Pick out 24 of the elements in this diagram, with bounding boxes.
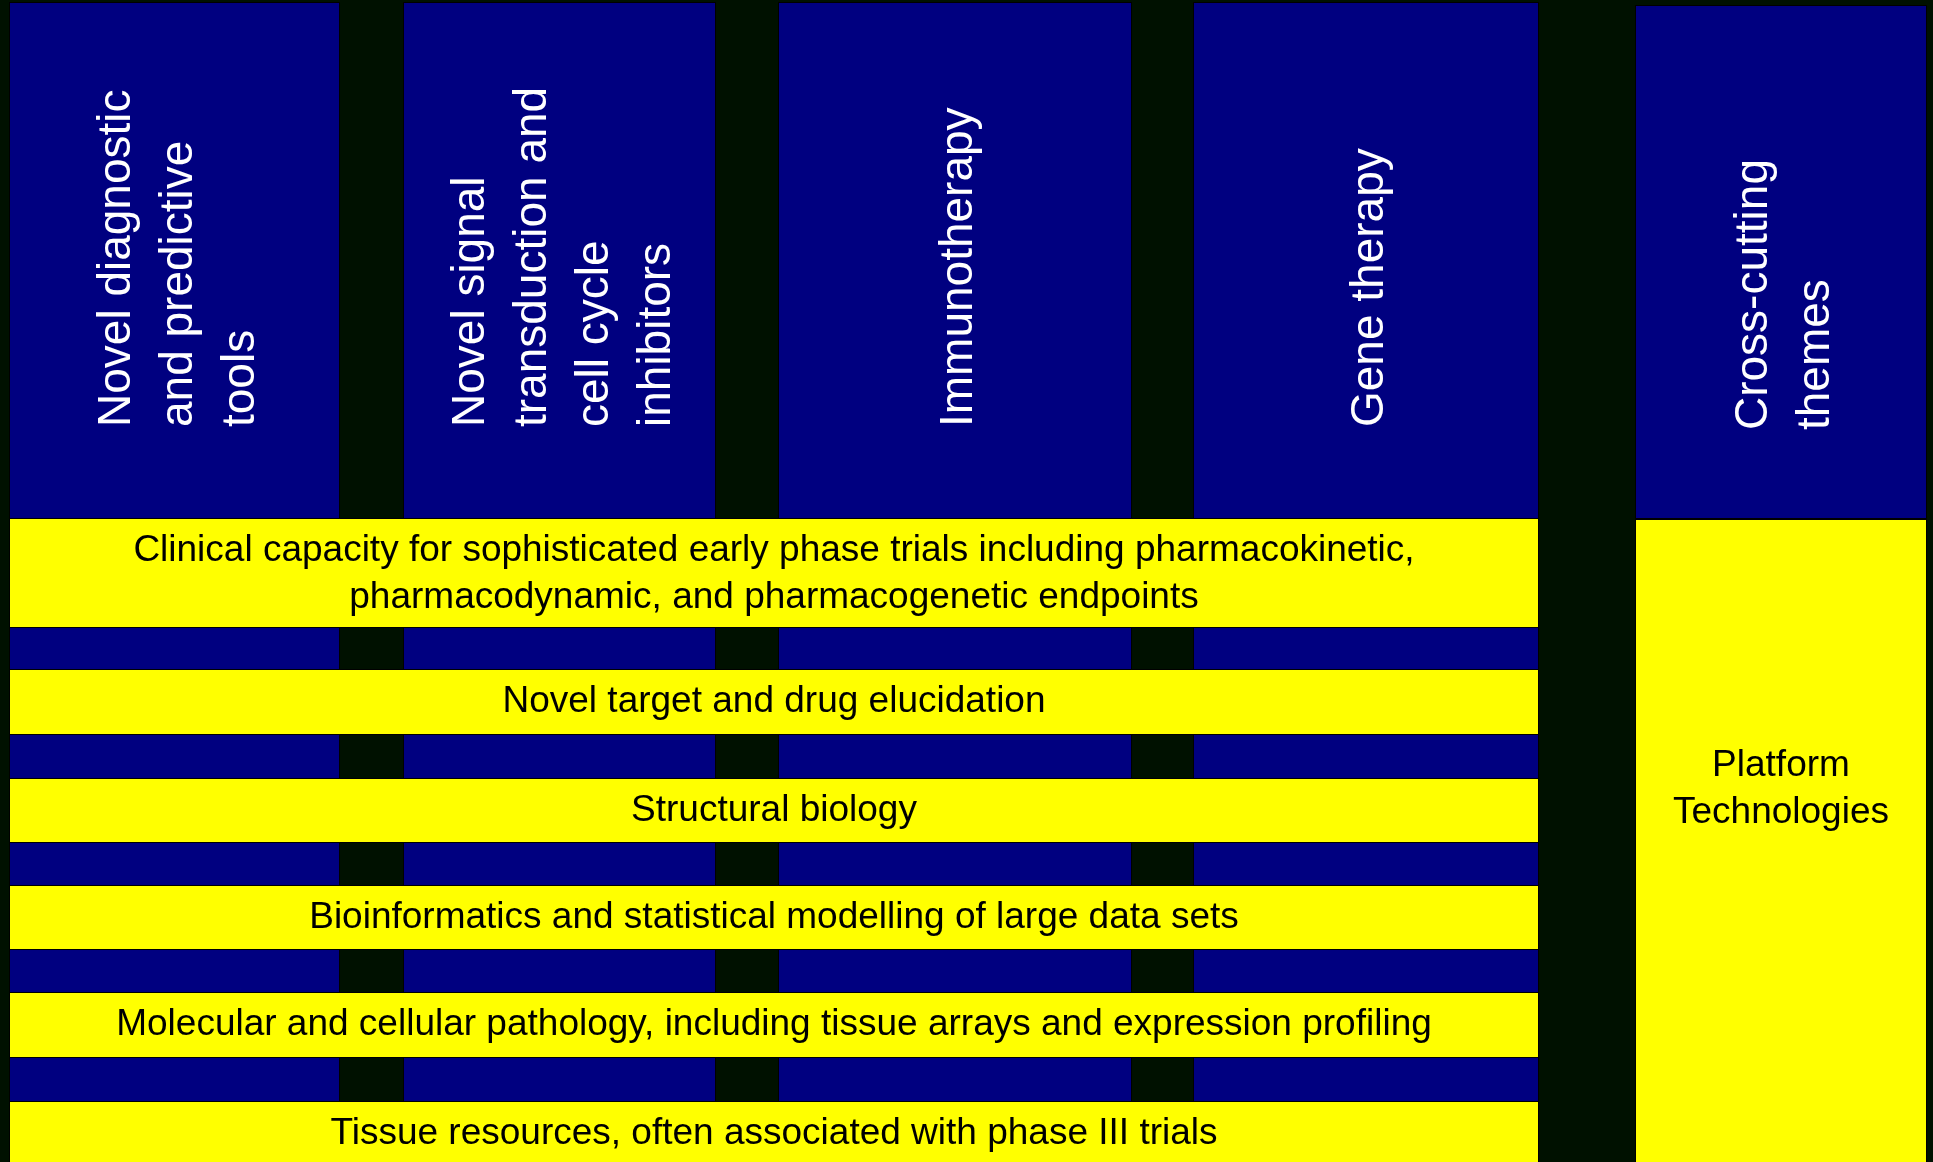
theme-column xyxy=(9,2,340,519)
theme-column xyxy=(1193,2,1539,519)
column-heading: Cross-cutting themes xyxy=(1724,158,1840,432)
column-heading: Gene therapy xyxy=(1340,147,1394,429)
column-heading: Immunotherapy xyxy=(929,106,983,429)
column-heading: Novel signal transduction and cell cycle inhibitors xyxy=(440,85,681,429)
band-label: Structural biology xyxy=(630,787,918,831)
band-label: Novel target and drug elucidation xyxy=(501,678,1047,722)
platform-band xyxy=(9,1101,1539,1162)
band-label: Tissue resources, often associated with phase III trials xyxy=(329,1110,1219,1154)
theme-column xyxy=(403,2,716,519)
column-heading: Novel diagnostic and predictive tools xyxy=(86,88,265,429)
platform-band xyxy=(9,669,1539,735)
theme-column xyxy=(1635,5,1927,519)
band-label: Molecular and cellular pathology, including tissue arrays and expression profiling xyxy=(115,1001,1433,1045)
platform-band xyxy=(9,518,1539,628)
platform-band xyxy=(9,778,1539,843)
side-panel xyxy=(1635,519,1927,1162)
band-label: Clinical capacity for sophisticated early phase trials including pharmacokinetic, pharmacodynamic, and pharmacogenetic endpoints xyxy=(132,527,1416,618)
platform-band xyxy=(9,885,1539,950)
platform-band xyxy=(9,992,1539,1058)
band-label: Bioinformatics and statistical modelling of large data sets xyxy=(308,894,1240,938)
theme-column xyxy=(778,2,1132,519)
panel-label: Platform Technologies xyxy=(1672,742,1890,833)
